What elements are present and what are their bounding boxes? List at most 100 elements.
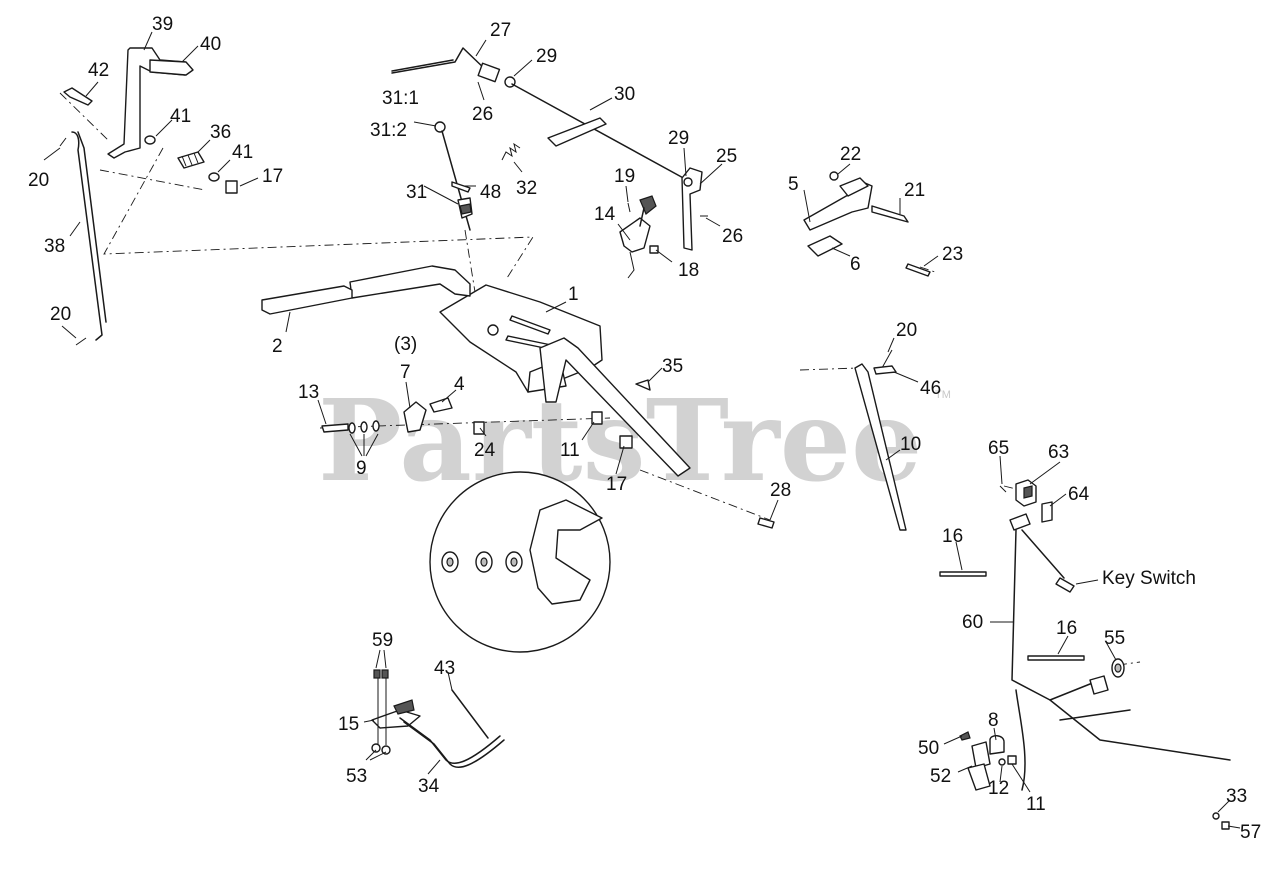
callout-59: 59 [372, 630, 393, 651]
callout-7: 7 [400, 362, 411, 383]
callout-17b: 17 [606, 474, 627, 495]
callout-22: 22 [840, 144, 861, 165]
callout-41b: 41 [232, 142, 253, 163]
callout-36: 36 [210, 122, 231, 143]
detail-view [429, 471, 611, 653]
nut-18 [649, 245, 659, 254]
clip-48 [451, 181, 471, 193]
latch-5[interactable] [803, 177, 873, 231]
callout-11a: 11 [560, 440, 580, 461]
spring-32 [501, 142, 521, 161]
pin-20b [75, 337, 87, 346]
pin-20a [59, 137, 67, 147]
callout-11b: 11 [1026, 794, 1046, 815]
grip-6 [807, 235, 843, 257]
callout-14: 14 [594, 204, 616, 225]
washer-41b [208, 172, 220, 182]
screw-65 [999, 485, 1007, 493]
watermark-trademark: TM [935, 389, 951, 401]
handle-tube-1[interactable] [349, 265, 691, 477]
spring-36 [177, 151, 205, 169]
ball-31-1 [434, 121, 446, 133]
callout-53: 53 [346, 766, 367, 787]
callout-63: 63 [1048, 442, 1069, 463]
callout-42: 42 [88, 60, 109, 81]
callout-4: 4 [454, 374, 465, 395]
bolt-46 [873, 365, 897, 375]
callout-26b: 26 [722, 226, 743, 247]
cable-34[interactable] [399, 717, 501, 764]
callout-9: 9 [356, 458, 367, 479]
callout-29a: 29 [536, 46, 557, 67]
callout-20c: 20 [896, 320, 917, 341]
washer-33 [1212, 812, 1220, 820]
callout-2: 2 [272, 336, 283, 357]
callout-8: 8 [988, 710, 999, 731]
strip-16a [939, 571, 987, 577]
pin-23 [905, 263, 931, 277]
callout-57: 57 [1240, 822, 1261, 843]
callout-30: 30 [614, 84, 635, 105]
callout-31-2: 31:2 [370, 120, 407, 141]
key-switch-63[interactable] [1015, 479, 1037, 507]
bushing-29b [683, 177, 693, 187]
callout-33: 33 [1226, 786, 1247, 807]
control-cable-27[interactable] [391, 47, 489, 74]
bolt-21 [871, 205, 909, 223]
callout-21: 21 [904, 180, 925, 201]
callout-38: 38 [44, 236, 65, 257]
hand-grip-2[interactable] [261, 285, 353, 315]
screw-19 [627, 202, 631, 213]
cam-7[interactable] [403, 401, 427, 433]
callout-5: 5 [788, 174, 799, 195]
callout-64: 64 [1068, 484, 1090, 505]
nut-11a [591, 411, 603, 425]
solenoid-52[interactable] [967, 741, 991, 791]
wire-43 [451, 689, 489, 739]
callout-16b: 16 [1056, 618, 1077, 639]
callout-29b: 29 [668, 128, 689, 149]
bracket-15[interactable] [371, 678, 421, 745]
callout-31-1: 31:1 [382, 88, 419, 109]
bolt-13 [321, 423, 349, 433]
washer-12 [998, 758, 1006, 766]
plate-64 [1041, 501, 1053, 523]
spacer-24 [473, 421, 485, 435]
callout-23: 23 [942, 244, 963, 265]
callout-60: 60 [962, 612, 983, 633]
callout-26a: 26 [472, 104, 493, 125]
rod-30[interactable] [511, 83, 688, 181]
callout-31: 31 [406, 182, 427, 203]
callout-40: 40 [200, 34, 221, 55]
callout-17a: 17 [262, 166, 283, 187]
callout-34: 34 [418, 776, 440, 797]
callout-24: 24 [474, 440, 496, 461]
strip-16b [1027, 655, 1085, 661]
callout-6: 6 [850, 254, 861, 275]
throttle-control-14[interactable] [619, 195, 657, 279]
arm-25[interactable] [681, 167, 703, 251]
wire-harness-60[interactable] [1009, 513, 1231, 791]
callout-65: 65 [988, 438, 1009, 459]
callout-27: 27 [490, 20, 511, 41]
connector-55 [1111, 658, 1125, 678]
callout-20b: 20 [50, 304, 71, 325]
callout-25: 25 [716, 146, 737, 167]
callout-52: 52 [930, 766, 951, 787]
brake-pedal-bracket[interactable] [107, 47, 194, 159]
washer-41a [144, 135, 156, 145]
leader-lines [43, 31, 1241, 829]
brake-rod-10[interactable] [854, 363, 907, 531]
nut-11b [1007, 755, 1017, 765]
bolt-28 [757, 517, 775, 529]
nuts-53 [371, 743, 391, 755]
callout-43: 43 [434, 658, 455, 679]
callout-15: 15 [338, 714, 359, 735]
callout-46: 46 [920, 378, 941, 399]
link-rod-38[interactable] [71, 131, 107, 341]
callout-32: 32 [516, 178, 537, 199]
callout-50: 50 [918, 738, 939, 759]
callout-18: 18 [678, 260, 699, 281]
nut-17b [619, 435, 633, 449]
